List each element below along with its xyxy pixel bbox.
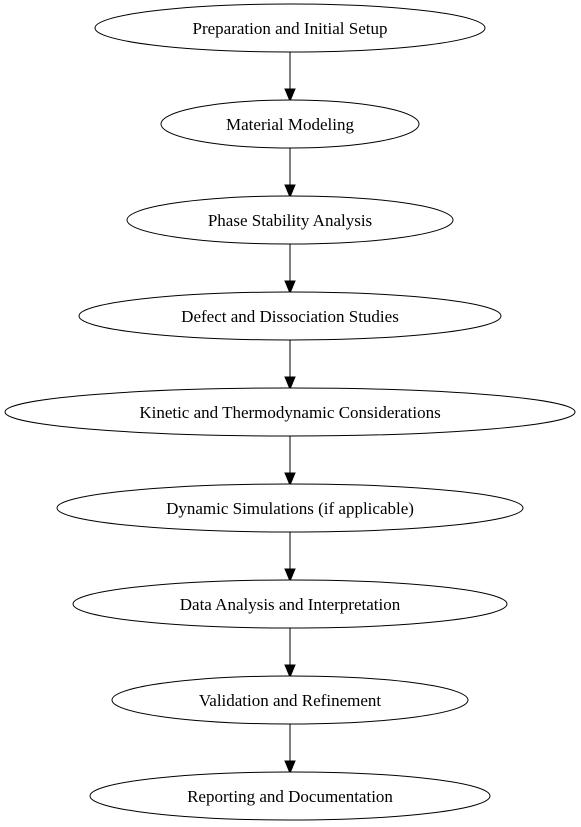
node-phase-stability-analysis: Phase Stability Analysis (126, 195, 454, 245)
nodes-layer: Preparation and Initial Setup Material M… (4, 3, 576, 821)
node-reporting-documentation: Reporting and Documentation (89, 771, 491, 821)
edge-n6-n7 (284, 532, 296, 583)
node-material-modeling: Material Modeling (160, 99, 420, 149)
edge-n1-n2 (284, 52, 296, 103)
edge-n7-n8 (284, 628, 296, 679)
node-label: Reporting and Documentation (187, 787, 393, 806)
node-preparation-initial-setup: Preparation and Initial Setup (94, 3, 486, 53)
node-data-analysis-interpretation: Data Analysis and Interpretation (72, 579, 508, 629)
edges-layer (284, 52, 296, 775)
node-label: Phase Stability Analysis (208, 211, 372, 230)
node-kinetic-thermodynamic-considerations: Kinetic and Thermodynamic Considerations (4, 387, 576, 437)
edge-n4-n5 (284, 340, 296, 391)
node-label: Kinetic and Thermodynamic Considerations (139, 403, 440, 422)
node-label: Data Analysis and Interpretation (180, 595, 401, 614)
node-dynamic-simulations: Dynamic Simulations (if applicable) (56, 483, 524, 533)
edge-n3-n4 (284, 244, 296, 295)
node-label: Preparation and Initial Setup (193, 19, 388, 38)
node-validation-refinement: Validation and Refinement (111, 675, 469, 725)
node-label: Validation and Refinement (199, 691, 382, 710)
node-label: Defect and Dissociation Studies (181, 307, 399, 326)
edge-n2-n3 (284, 148, 296, 199)
node-label: Dynamic Simulations (if applicable) (166, 499, 414, 518)
node-defect-dissociation-studies: Defect and Dissociation Studies (78, 291, 502, 341)
node-label: Material Modeling (226, 115, 354, 134)
edge-n5-n6 (284, 436, 296, 487)
edge-n8-n9 (284, 724, 296, 775)
